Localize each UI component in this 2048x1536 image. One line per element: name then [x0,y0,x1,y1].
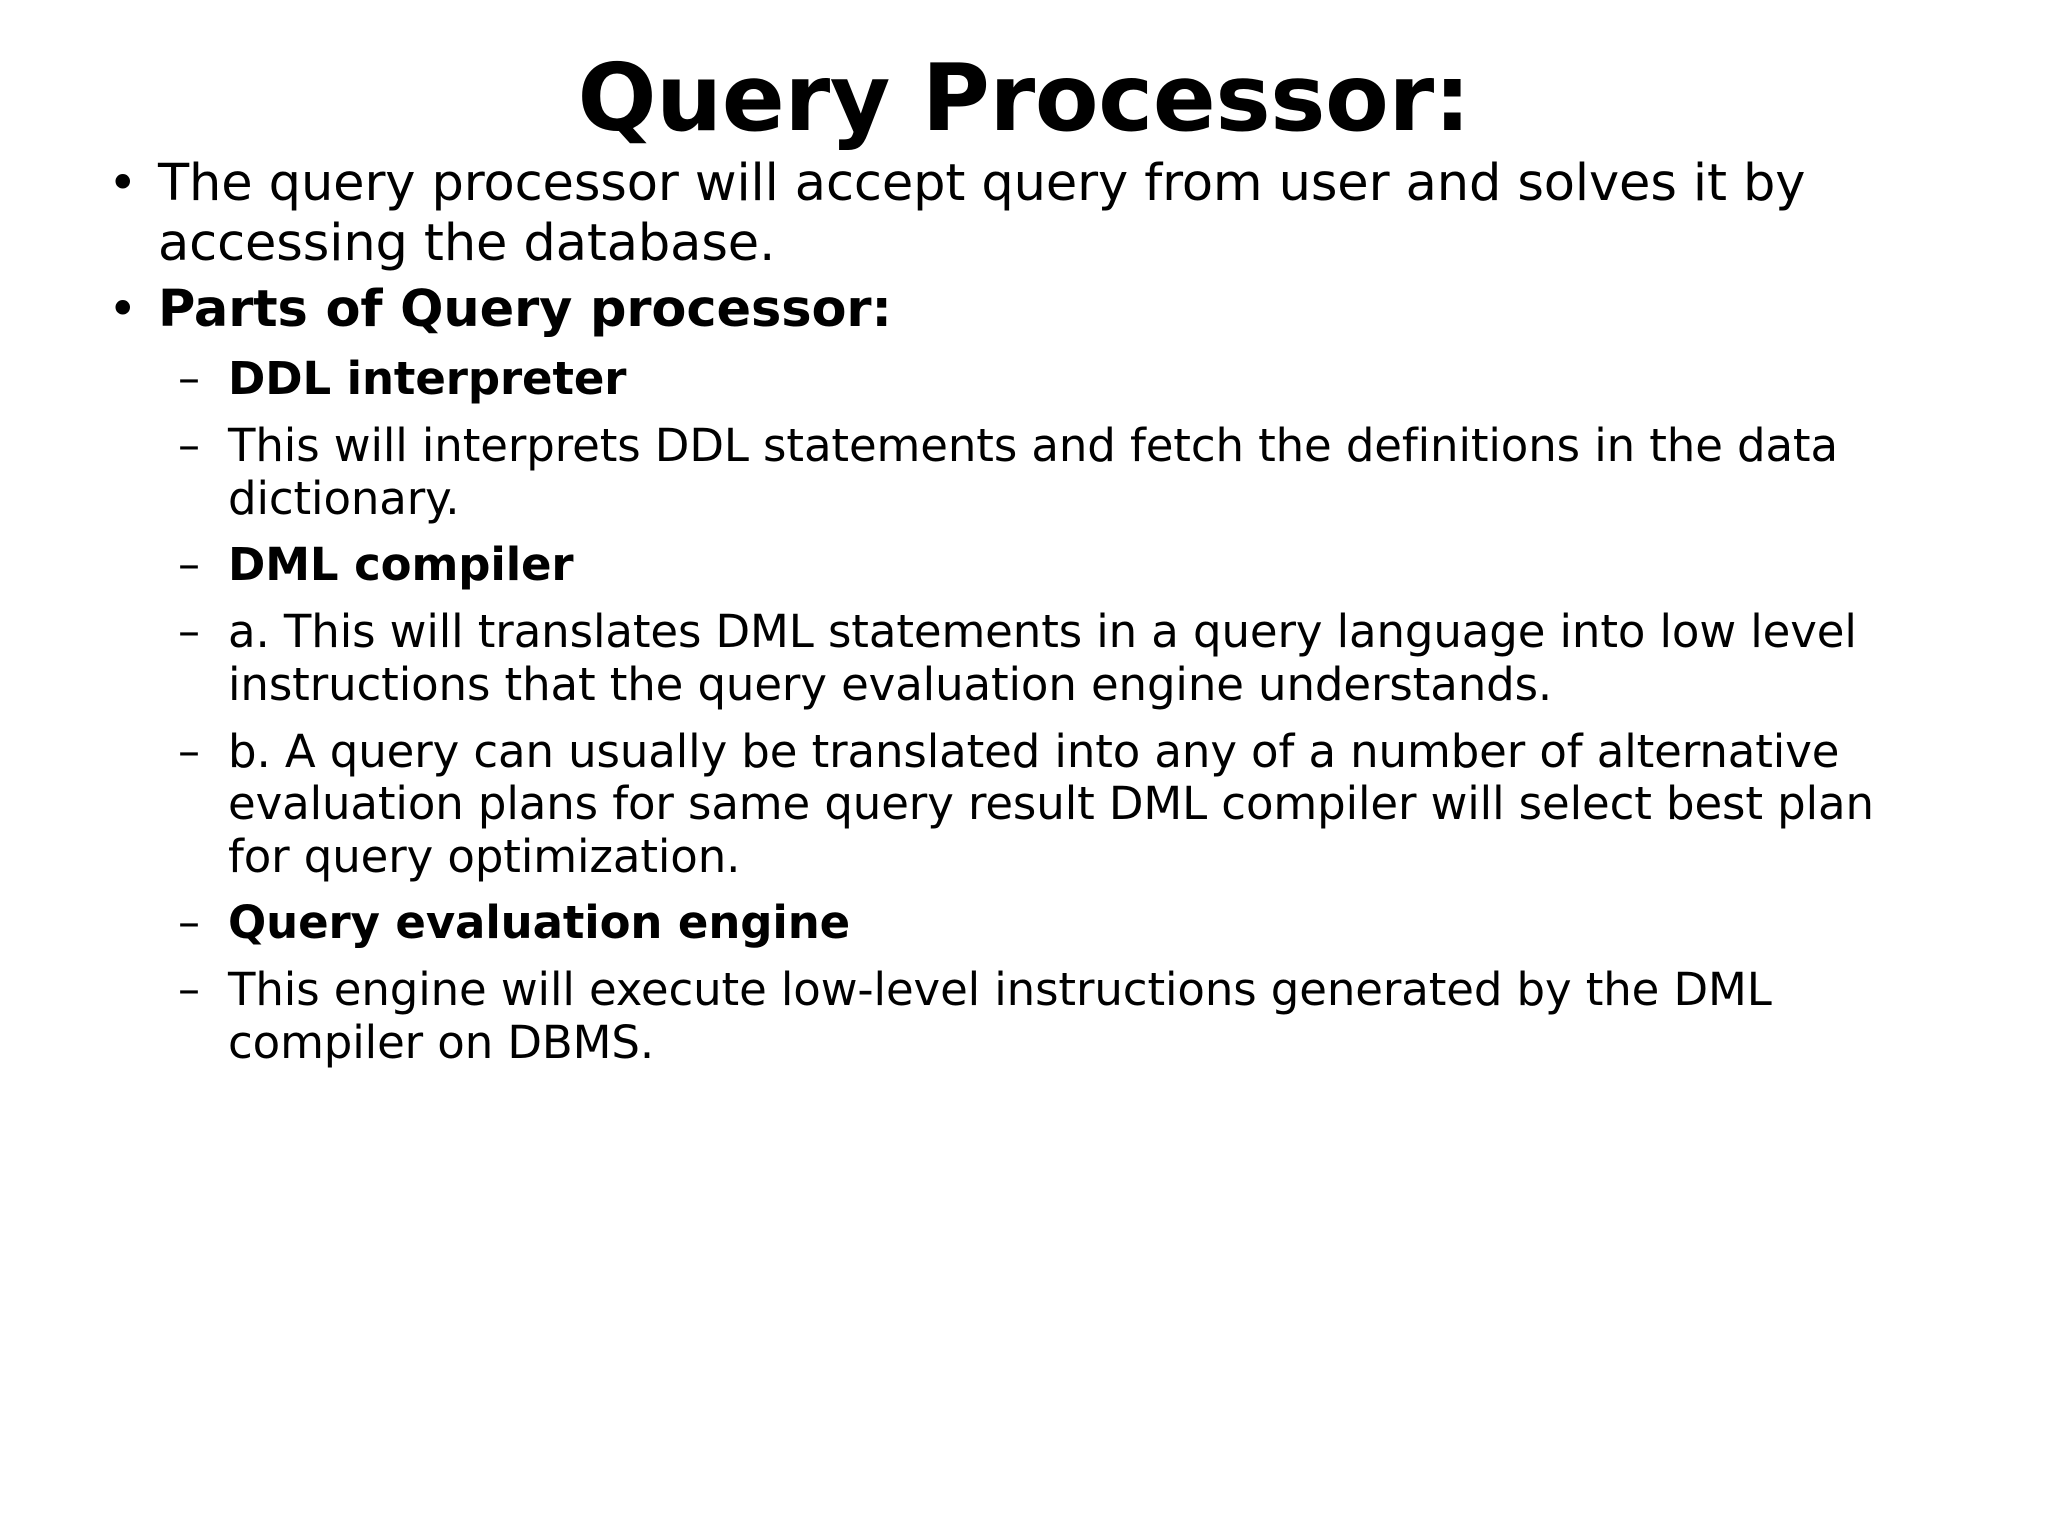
list-item-text: This will interprets DDL statements and … [228,419,1838,525]
bullet-dot-icon: • [108,279,138,338]
bullet-dash-icon: – [178,539,200,591]
list-item-text: DML compiler [228,538,574,592]
bullet-dash-icon: – [178,964,200,1016]
list-item: – a. This will translates DML statements… [96,605,2004,711]
list-item: – DDL interpreter [96,353,2004,406]
bullet-dash-icon: – [178,353,200,405]
slide-body: • The query processor will accept query … [0,154,2048,1069]
bullet-dash-icon: – [178,606,200,658]
list-item: – This engine will execute low-level ins… [96,963,2004,1069]
list-item: • The query processor will accept query … [96,154,2004,273]
list-item-text: b. A query can usually be translated int… [228,724,1874,883]
bullet-dash-icon: – [178,897,200,949]
list-item-text: Parts of Query processor: [158,279,892,339]
bullet-dash-icon: – [178,725,200,777]
list-item: – Query evaluation engine [96,897,2004,950]
list-item: • Parts of Query processor: [96,280,2004,340]
bullet-dot-icon: • [108,154,138,213]
bullet-dash-icon: – [178,420,200,472]
list-item-text: a. This will translates DML statements i… [228,605,1857,711]
list-item-text: DDL interpreter [228,352,627,406]
list-item-text: This engine will execute low-level instr… [228,963,1772,1069]
list-item: – b. A query can usually be translated i… [96,724,2004,884]
list-item-text: Query evaluation engine [228,896,851,950]
list-item: – DML compiler [96,539,2004,592]
list-item: – This will interprets DDL statements an… [96,419,2004,525]
page-title: Query Processor: [577,44,1471,152]
list-item-text: The query processor will accept query fr… [158,154,1806,274]
